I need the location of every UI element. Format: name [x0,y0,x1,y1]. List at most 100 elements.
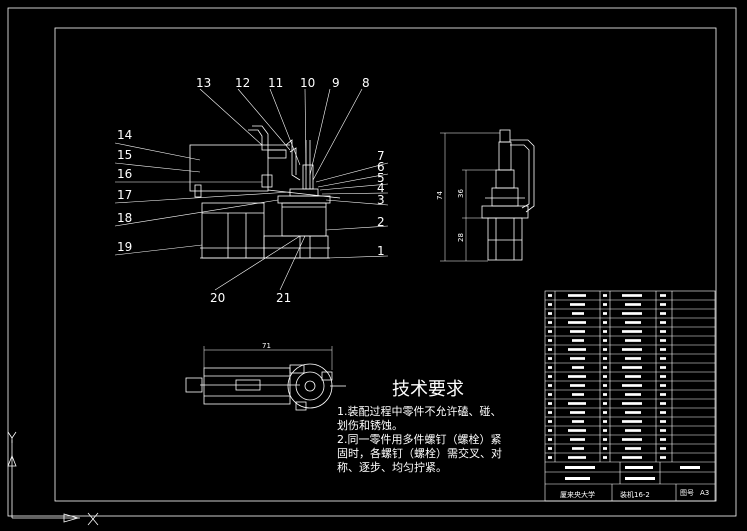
parts-entry-mark [548,456,552,459]
parts-entry-mark [548,384,552,387]
parts-entry-mark [622,420,642,423]
inner-frame [54,27,717,502]
top-view [185,363,346,411]
balloon-16: 16 [117,167,132,181]
parts-entry-mark [570,384,585,387]
parts-entry-mark [660,456,666,459]
parts-entry-mark [660,312,666,315]
parts-entry-mark [660,366,666,369]
title-block-drawing-no: 装机16-2 [620,490,650,499]
parts-entry-mark [568,456,586,459]
parts-entry-mark [660,384,666,387]
requirement-line-1: 1.装配过程中零件不允许磕、碰、 [337,404,502,418]
title-block-school: 厦来央大学 [560,490,595,499]
dim-side-upper: 36 [457,189,465,198]
requirement-line-4: 固时，各螺钉（螺栓）需交叉、对 [337,446,502,460]
parts-entry-mark [625,429,641,432]
parts-entry-mark [548,420,552,423]
parts-list-entries [548,294,700,480]
balloon-6: 6 [377,160,385,174]
parts-entry-mark [548,402,552,405]
dim-side-total: 74 [436,191,444,200]
top-dimensions [203,346,333,370]
requirement-line-5: 称、逐步、均匀拧紧。 [337,460,447,474]
parts-entry-mark [603,366,607,369]
parts-entry-mark [568,348,586,351]
balloon-12: 12 [235,76,250,90]
parts-entry-mark [570,411,585,414]
parts-entry-mark [603,348,607,351]
parts-entry-mark [568,321,586,324]
parts-entry-mark [660,357,666,360]
parts-list-table [544,290,716,502]
parts-entry-mark [548,294,552,297]
parts-entry-mark [603,447,607,450]
balloon-10: 10 [300,76,315,90]
parts-entry-mark [622,348,642,351]
side-view [481,129,535,261]
parts-entry-mark [603,330,607,333]
parts-entry-mark [572,420,584,423]
parts-entry-mark [622,402,642,405]
balloon-labels: 13 12 11 10 9 8 14 15 16 17 18 19 7 6 5 … [117,76,385,305]
parts-entry-mark [660,429,666,432]
parts-entry-mark [603,456,607,459]
parts-entry-mark [660,438,666,441]
parts-entry-mark [660,321,666,324]
parts-entry-mark [603,429,607,432]
front-leaders [114,88,389,291]
parts-entry-mark [603,312,607,315]
parts-entry-mark [660,402,666,405]
parts-entry-mark [603,411,607,414]
parts-entry-mark [570,330,585,333]
title-block-sheet-label: 图号 [680,489,694,497]
parts-entry-mark [603,393,607,396]
parts-entry-mark [660,393,666,396]
parts-entry-mark [572,312,584,315]
balloon-14: 14 [117,128,132,142]
parts-entry-mark [603,321,607,324]
parts-entry-mark [603,420,607,423]
parts-entry-mark [570,303,585,306]
title-block-mark [565,466,595,469]
requirement-line-2: 划伤和锈蚀。 [337,418,403,432]
parts-entry-mark [625,447,641,450]
parts-entry-mark [603,303,607,306]
balloon-20: 20 [210,291,225,305]
parts-entry-mark [603,402,607,405]
parts-entry-mark [603,294,607,297]
balloon-7: 7 [377,149,385,163]
balloon-21: 21 [276,291,291,305]
balloon-8: 8 [362,76,370,90]
parts-entry-mark [548,303,552,306]
parts-entry-mark [548,375,552,378]
parts-entry-mark [622,384,642,387]
requirements-title: 技术要求 [392,379,464,400]
parts-entry-mark [625,303,641,306]
parts-entry-mark [570,357,585,360]
balloon-18: 18 [117,211,132,225]
parts-entry-mark [622,438,642,441]
parts-entry-mark [548,411,552,414]
parts-entry-mark [548,321,552,324]
parts-entry-mark [660,348,666,351]
parts-entry-mark [603,357,607,360]
parts-entry-mark [548,312,552,315]
balloon-9: 9 [332,76,340,90]
parts-entry-mark [548,339,552,342]
parts-entry-mark [625,339,641,342]
parts-entry-mark [660,447,666,450]
parts-entry-mark [572,366,584,369]
outer-frame [7,7,737,517]
title-block-mark [565,477,590,480]
parts-entry-mark [568,294,586,297]
balloon-4: 4 [377,181,385,195]
parts-entry-mark [660,330,666,333]
parts-entry-mark [625,321,641,324]
technical-requirements: 技术要求 1.装配过程中零件不允许磕、碰、 划伤和锈蚀。 2.同一零件用多件螺钉… [337,379,502,474]
parts-entry-mark [570,438,585,441]
balloon-15: 15 [117,148,132,162]
parts-entry-mark [622,294,642,297]
balloon-19: 19 [117,240,132,254]
